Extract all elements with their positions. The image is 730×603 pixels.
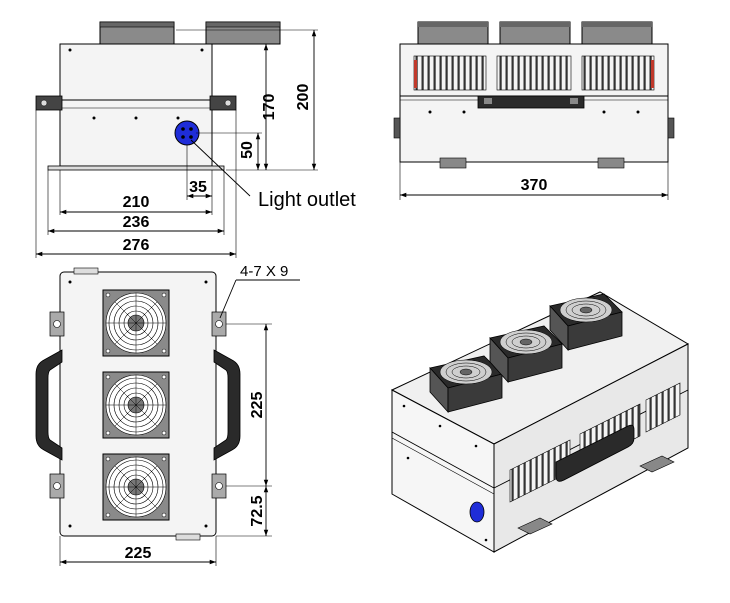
front-bracket-right xyxy=(209,95,237,111)
side-foot-right xyxy=(597,157,625,169)
top-fan-3 xyxy=(102,453,170,521)
dim-210-label: 210 xyxy=(123,194,150,211)
side-foot-left xyxy=(439,157,467,169)
hole-callout-label: 4-7 X 9 xyxy=(240,263,288,280)
side-view: 370 xyxy=(393,21,675,200)
front-bracket-left xyxy=(35,95,63,111)
dim-200-label: 200 xyxy=(295,84,312,111)
front-view: 170 200 50 35 210 236 276 Light outlet xyxy=(35,21,356,258)
side-vent-left xyxy=(413,55,487,91)
dim-50-label: 50 xyxy=(239,141,256,159)
side-handle xyxy=(477,95,585,109)
iso-light-outlet xyxy=(469,501,485,523)
light-outlet-label: Light outlet xyxy=(258,189,356,211)
side-vent-center xyxy=(496,55,572,91)
top-fan-1 xyxy=(102,289,170,357)
dim-225-horizontal-label: 225 xyxy=(125,545,152,562)
top-fan-2 xyxy=(102,371,170,439)
light-outlet-port xyxy=(174,120,200,146)
iso-vent-3 xyxy=(645,382,681,433)
isometric-view xyxy=(390,291,690,553)
dim-236-label: 236 xyxy=(123,214,150,231)
dim-276-label: 276 xyxy=(123,237,150,254)
front-housing xyxy=(59,43,213,167)
dim-370-label: 370 xyxy=(521,177,548,194)
top-handle-right xyxy=(213,349,241,461)
top-view: 4-7 X 9 225 72.5 225 xyxy=(35,263,300,566)
top-handle-left xyxy=(35,349,63,461)
dim-35-label: 35 xyxy=(189,179,207,196)
dim-72-5-label: 72.5 xyxy=(249,495,266,526)
dim-170-label: 170 xyxy=(261,94,278,121)
iso-handle xyxy=(555,424,635,482)
dim-225-vertical-label: 225 xyxy=(249,392,266,419)
side-vent-right xyxy=(581,55,655,91)
